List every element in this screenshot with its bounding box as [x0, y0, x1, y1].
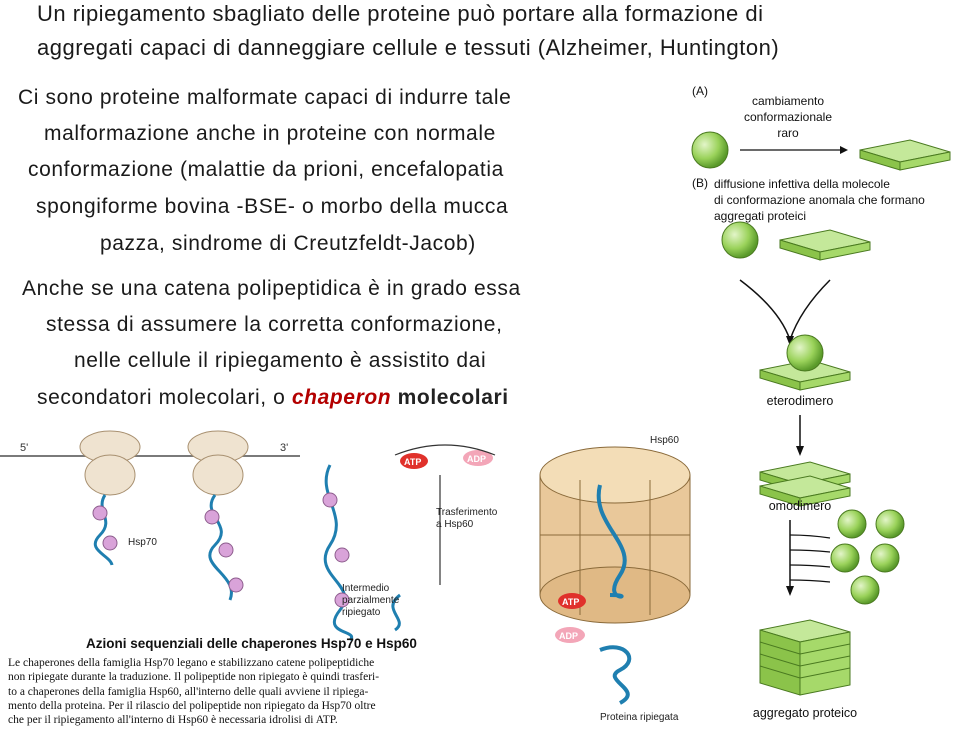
recruit-arrow-3	[789, 564, 831, 568]
caption-line-5: che per il ripiegamento all'interno di H…	[8, 714, 338, 727]
caption-line-4: mento della proteina. Per il rilascio de…	[8, 699, 376, 712]
chaperon-term: chaperon	[291, 386, 392, 409]
normal-protein-sphere-b	[721, 221, 759, 259]
label-atp-2: ATP	[562, 597, 579, 607]
label-B: (B)	[692, 176, 708, 190]
atp-arrow	[394, 444, 496, 456]
para2-line-1: Anche se una catena polipeptidica è in g…	[22, 277, 521, 300]
atp-badge-2	[558, 593, 586, 609]
label-adp: ADP	[467, 454, 486, 464]
atp-badge	[400, 453, 428, 469]
title-line-1: Un ripiegamento sbagliato delle proteine…	[37, 1, 764, 26]
label-hsp60: Hsp60	[650, 435, 679, 446]
para2-line-4-prefix: secondatori molecolari, o	[37, 386, 292, 409]
label-5prime: 5'	[20, 442, 28, 454]
recruited-sphere	[875, 509, 905, 539]
label-3prime: 3'	[280, 442, 288, 454]
label-transfer-2: a Hsp60	[436, 519, 474, 530]
protein-aggregate	[759, 619, 851, 696]
label-hsp70: Hsp70	[128, 537, 157, 548]
label-B-text-3: aggregati proteici	[714, 209, 806, 223]
intermediate-chain	[391, 593, 401, 632]
para1-line-2: malformazione anche in proteine con norm…	[44, 122, 496, 145]
caption-line-2: non ripiegate durante la traduzione. Il …	[8, 671, 380, 684]
hsp70-blob	[334, 547, 350, 563]
label-adp-2: ADP	[559, 631, 578, 641]
label-homodimer: omodimero	[769, 499, 832, 513]
label-folded: Proteina ripiegata	[600, 712, 679, 723]
merge-arrow-right	[789, 279, 831, 341]
caption-title: Azioni sequenziali delle chaperones Hsp7…	[86, 636, 417, 651]
label-heterodimer: eterodimero	[767, 394, 834, 408]
label-B-text-1: diffusione infettiva della molecole	[714, 177, 890, 191]
recruit-arrow-1	[789, 534, 831, 539]
para2-line-3: nelle cellule il ripiegamento è assistit…	[74, 349, 487, 372]
label-A-text-1: cambiamento	[752, 94, 824, 108]
hsp70-blob	[92, 505, 108, 521]
homodimer	[759, 461, 851, 507]
misfolded-slab	[859, 139, 951, 171]
nascent-chain-1	[93, 494, 114, 566]
label-transfer-1: Trasferimento	[436, 507, 498, 518]
misfolded-slab-b	[779, 229, 871, 261]
ribosome-2	[187, 430, 249, 496]
chaperone-figure: 5' 3' Hsp70 ATP ADP Trasferimento a Hsp6…	[0, 430, 691, 723]
label-A-text-3: raro	[777, 126, 799, 140]
caption-line-3: to a chaperones della famiglia Hsp60, al…	[8, 685, 369, 698]
arrowhead-homodimer	[796, 446, 804, 456]
para2-line-4: secondatori molecolari, o chaperon molec…	[37, 379, 509, 416]
para1-line-4: spongiforme bovina -BSE- o morbo della m…	[36, 195, 509, 218]
caption-block: Le chaperones della famiglia Hsp70 legan…	[8, 656, 379, 727]
label-intermediate-3: ripiegato	[342, 607, 381, 618]
recruit-arrowhead	[786, 586, 794, 596]
label-intermediate-2: parzialmente	[342, 595, 400, 606]
recruited-sphere	[870, 543, 900, 573]
adp-badge	[463, 450, 493, 466]
merge-arrow-left	[739, 279, 791, 341]
label-atp: ATP	[404, 457, 421, 467]
recruited-sphere	[830, 543, 860, 573]
caption-line-1: Le chaperones della famiglia Hsp70 legan…	[8, 657, 375, 669]
prion-figure: (A) cambiamento conformazionale raro (B)…	[691, 84, 951, 720]
normal-protein-sphere	[691, 131, 729, 169]
hsp70-blob	[334, 592, 350, 608]
label-A: (A)	[692, 84, 708, 98]
ribosome-1	[79, 430, 141, 496]
label-aggregate: aggregato proteico	[753, 706, 857, 720]
folded-protein	[599, 645, 632, 705]
title-line-2: aggregati capaci di danneggiare cellule …	[37, 35, 780, 60]
recruit-arrow-2	[789, 549, 831, 553]
hsp70-blob	[228, 577, 244, 593]
recruited-sphere	[850, 575, 880, 605]
recruit-arrow-4	[789, 579, 831, 583]
para1-line-3: conformazione (malattie da prioni, encef…	[28, 158, 504, 181]
merge-arrowhead	[786, 336, 794, 346]
hsp70-blob	[204, 509, 220, 525]
adp-badge-2	[555, 627, 585, 643]
heterodimer	[759, 334, 851, 391]
para1-line-5: pazza, sindrome di Creutzfeldt-Jacob)	[100, 232, 476, 255]
para2-line-2: stessa di assumere la corretta conformaz…	[46, 313, 503, 336]
para1-line-1: Ci sono proteine malformate capaci di in…	[18, 86, 512, 109]
label-intermediate-1: Intermedio	[342, 583, 390, 594]
hsp70-blob	[102, 535, 118, 551]
label-B-text-2: di conformazione anomala che formano	[714, 193, 925, 207]
hsp70-blob	[322, 492, 338, 508]
hsp70-blob	[218, 542, 234, 558]
conversion-arrowhead	[840, 146, 848, 154]
label-A-text-2: conformazionale	[744, 110, 832, 124]
recruited-sphere	[837, 509, 867, 539]
molecolari-term: molecolari	[391, 386, 509, 409]
hsp60-barrel	[539, 446, 691, 624]
